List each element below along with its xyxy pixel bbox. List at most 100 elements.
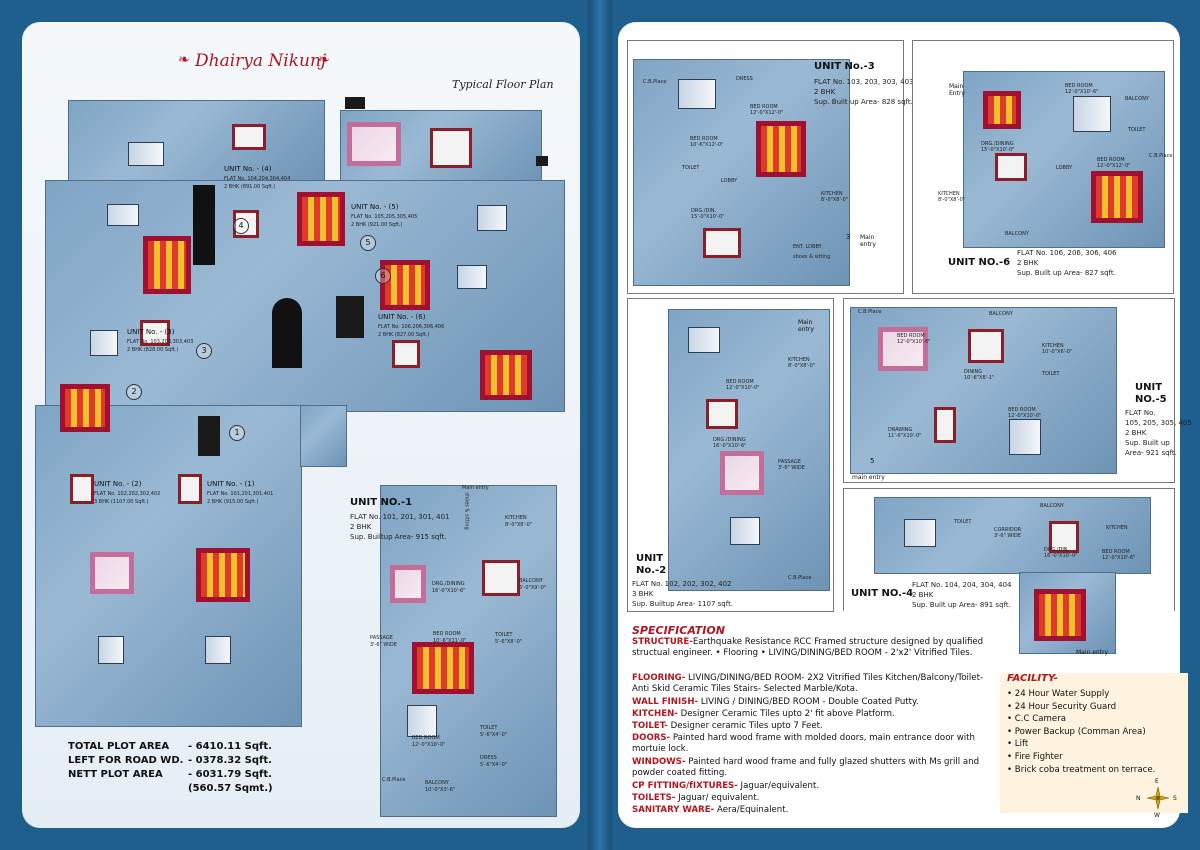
- unit-1-toilet-2-size: 5'-6"X4'-0": [480, 732, 508, 738]
- unit-6-plan: Main Entry DRG./DINING 15'-0"X10'-0" BED…: [912, 40, 1174, 294]
- unit-1-name: UNIT NO.-1: [350, 497, 413, 508]
- unit-6-flats: FLAT No. 106,206,306,406: [378, 324, 445, 330]
- unit-3-flats: FLAT No. 103, 203, 303, 403: [814, 78, 914, 86]
- unit-2-flats: FLAT No. 102, 202, 302, 402: [632, 580, 732, 588]
- facility-item: • Power Backup (Comman Area): [1007, 726, 1146, 737]
- unit-marker-6: 6: [375, 268, 391, 284]
- unit-4-type: 2 BHK (891.00 Sqft.): [224, 184, 276, 190]
- facility-list: • 24 Hour Water Supply • 24 Hour Securit…: [1007, 688, 1155, 776]
- unit-2-passage-size: 3'-6" WIDE: [778, 465, 805, 471]
- totals-label: TOTAL PLOT AREA: [68, 741, 170, 752]
- unit-5-area: Sup. Built up: [1125, 439, 1170, 447]
- spec-item: TOILETS- Jaguar/ equivalent.: [632, 793, 992, 804]
- unit-4-drg: DRG./DIN.: [1044, 547, 1070, 553]
- unit-5-dining: DINING: [964, 369, 983, 375]
- spec-item: CP FITTING/fIXTURES- Jaguar/equivalent.: [632, 781, 992, 792]
- unit-1-entry: Main entry: [462, 485, 489, 491]
- unit-1-bed-1-size: 10'-6"X11'-0": [433, 638, 467, 644]
- unit-3-flats: FLAT No. 103,203,303,403: [127, 339, 194, 345]
- unit-5-name: UNIT: [1135, 382, 1163, 393]
- totals-row: LEFT FOR ROAD WD.- 0378.32 Sqft.: [68, 754, 273, 768]
- unit-2-label: UNIT No. - (2): [94, 480, 142, 488]
- unit-3-ent-lobby: ENT. LOBBY: [793, 244, 822, 250]
- unit-1-toilet-2: TOILET: [480, 725, 498, 731]
- unit-5-entry: main entry: [852, 474, 885, 481]
- spec-key: CP FITTING/fIXTURES-: [632, 781, 738, 791]
- unit-2-bhk: 3 BHK: [632, 590, 654, 598]
- unit-4-kitchen: KITCHEN: [1106, 525, 1128, 531]
- facility-item: • Brick coba treatment on terrace.: [1007, 764, 1156, 775]
- unit-2-drg: DRG./DINING: [713, 437, 746, 443]
- spec-text: LIVING/DINING/BED ROOM- 2X2 Vitrified Ti…: [632, 673, 984, 694]
- unit-3-marker: 3: [846, 233, 851, 241]
- unit-4-bed-size: 12'-0"X10'-6": [1102, 555, 1136, 561]
- unit-6-cb-place: C.B.Place: [1149, 153, 1173, 159]
- unit-3-dress: DRESS: [736, 76, 753, 82]
- spec-key: SANITARY WARE-: [632, 805, 715, 815]
- unit-3-drg: DRG./DIN.: [691, 208, 717, 214]
- facility-item: • Fire Fighter: [1007, 751, 1063, 762]
- unit-3-bed-2: BED ROOM: [690, 136, 718, 142]
- ornament-right-icon: ❧: [318, 52, 330, 68]
- unit-6-bed-1: BED ROOM: [1065, 83, 1093, 89]
- spec-text: Jaguar/ equivalent.: [675, 793, 760, 803]
- unit-6-drg-size: 15'-0"X10'-0": [981, 147, 1015, 153]
- unit-4-bed: BED ROOM: [1102, 549, 1130, 555]
- unit-5-bed-1-size: 12'-0"X10'-6": [897, 339, 931, 345]
- unit-5-flats: FLAT No. 105,205,305,405: [351, 214, 418, 220]
- spec-key: TOILETS-: [632, 793, 676, 803]
- unit-2-kitchen: KITCHEN: [788, 357, 810, 363]
- unit-5-area-2: Area- 921 sqft.: [1125, 449, 1177, 457]
- unit-3-drg-size: 15'-0"X10'-0": [691, 214, 725, 220]
- unit-marker-5: 5: [360, 235, 376, 251]
- unit-5-plan: BED ROOM 12'-0"X10'-6" DINING 10'-6"X8'-…: [843, 298, 1175, 483]
- unit-1-plan: Main entry KITCHEN 8'-0"X8'-0" shoes & s…: [345, 470, 557, 817]
- spec-item: WALL FINISH- LIVING / DINING/BED ROOM - …: [632, 697, 992, 708]
- unit-3-area: Sup. Built up Area- 828 sqft.: [814, 98, 913, 106]
- unit-5-dining-size: 10'-6"X8'-1": [964, 375, 995, 381]
- spec-text: Painted hard wood frame and fully glazed…: [632, 757, 980, 778]
- spec-key: WALL FINISH-: [632, 697, 699, 707]
- totals-row: NETT PLOT AREA- 6031.79 Sqft.: [68, 768, 273, 782]
- unit-6-toilet: TOILET: [1128, 127, 1146, 133]
- unit-6-drg: DRG./DINING: [981, 141, 1014, 147]
- totals-value: - 0378.32 Sqft.: [188, 755, 272, 766]
- unit-2-drg-size: 16'-0"X10'-6": [713, 443, 747, 449]
- unit-5-label: UNIT No. - (5): [351, 203, 399, 211]
- unit-6-bhk: 2 BHK: [1017, 259, 1039, 267]
- spec-item: KITCHEN- Designer Ceramic Tiles upto 2' …: [632, 709, 992, 720]
- spec-text: Jaguar/equivalent.: [737, 781, 820, 791]
- facility-panel: [1000, 673, 1188, 813]
- unit-3-cb-place: C.B.Place: [643, 79, 667, 85]
- unit-1-balcony-2: BALCONY: [425, 780, 449, 786]
- unit-4-corridor-size: 3'-6" WIDE: [994, 533, 1021, 539]
- unit-3-label: UNIT No. - (3): [127, 328, 175, 336]
- facility-item: • C.C Camera: [1007, 714, 1066, 725]
- spec-text: Aera/Equinalent.: [714, 805, 789, 815]
- unit-5-flats: FLAT No.: [1125, 409, 1156, 417]
- unit-2-flats: FLAT No. 102,202,302,402: [94, 491, 161, 497]
- unit-3-bhk: 2 BHK: [814, 88, 836, 96]
- unit-1-bed-2: BED ROOM: [412, 735, 440, 741]
- spec-key: DOORS-: [632, 733, 671, 743]
- unit-3-kitchen-size: 8'-0"X8'-0": [821, 197, 849, 203]
- unit-6-kitchen-size: 8'-0"X8'-0": [938, 197, 966, 203]
- spec-key: STRUCTURE-: [632, 637, 693, 647]
- facility-heading: FACILITY-: [1007, 673, 1058, 684]
- spec-key: KITCHEN-: [632, 709, 678, 719]
- facility-item: • Lift: [1007, 739, 1029, 750]
- totals-value: - 6410.11 Sqft.: [188, 741, 272, 752]
- unit-6-bed-2: BED ROOM: [1097, 157, 1125, 163]
- unit-4-label: UNIT No. - (4): [224, 165, 272, 173]
- unit-2-name: UNIT: [636, 553, 664, 564]
- totals-label: NETT PLOT AREA: [68, 769, 163, 780]
- unit-5-bed-2: BED ROOM: [1008, 407, 1036, 413]
- unit-1-kitchen: KITCHEN: [505, 515, 527, 521]
- unit-5-kitchen: KITCHEN: [1042, 343, 1064, 349]
- unit-2-kitchen-size: 8'-0"X8'-0": [788, 363, 816, 369]
- spec-key: WINDOWS-: [632, 757, 686, 767]
- unit-6-type: 2 BHK (827.00 Sqft.): [378, 332, 430, 338]
- unit-6-bed-2-size: 12'-0"X12'-0": [1097, 163, 1131, 169]
- unit-3-kitchen: KITCHEN: [821, 191, 843, 197]
- unit-1-flats: FLAT No. 101,201,301,401: [207, 491, 274, 497]
